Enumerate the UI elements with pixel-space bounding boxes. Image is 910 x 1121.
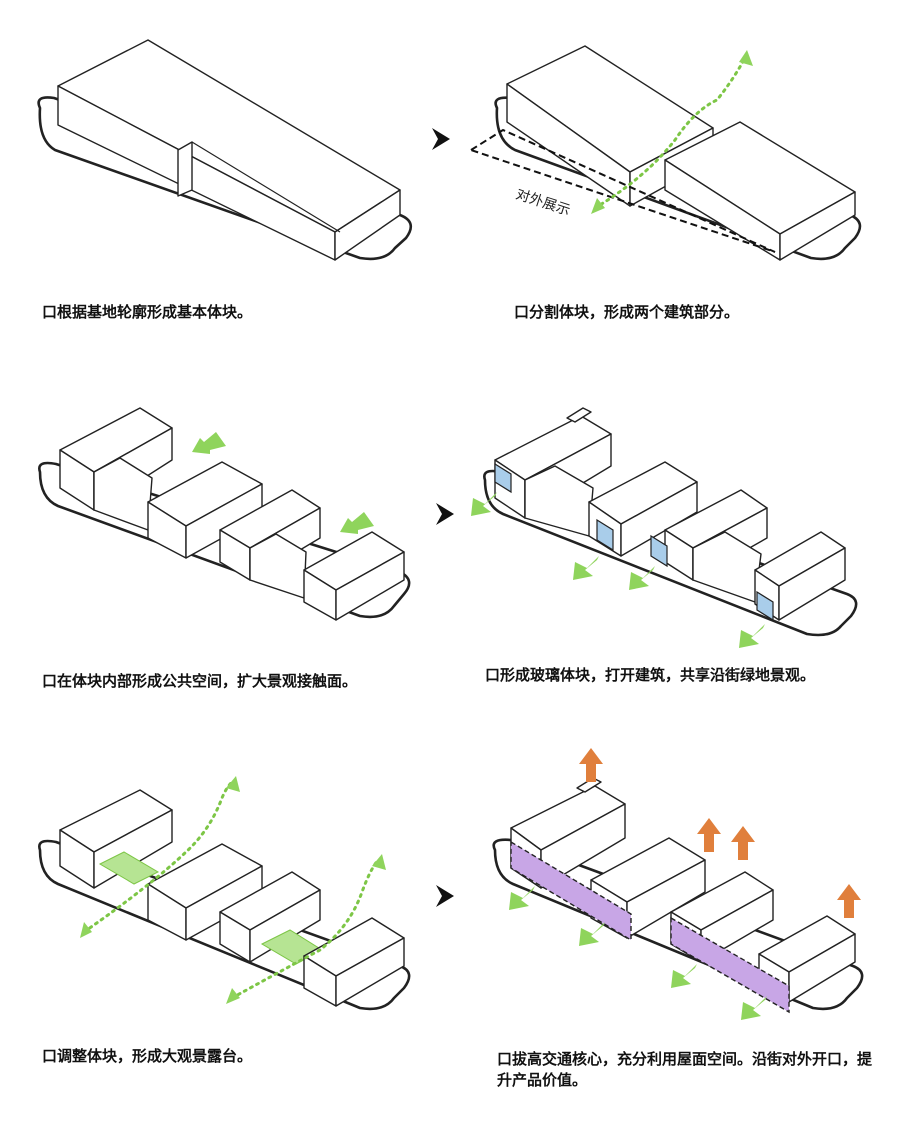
- chevron-right-icon: [432, 883, 458, 909]
- step-4-diagram: [455, 380, 910, 650]
- step-6-diagram: [455, 740, 910, 1040]
- green-arrow-public-space: [340, 512, 374, 534]
- step-4-caption: 口形成玻璃体块，打开建筑，共享沿街绿地景观。: [485, 666, 816, 684]
- chevron-right-icon: [432, 501, 458, 527]
- green-terrace: [98, 851, 160, 885]
- step-5-diagram: [0, 760, 455, 1040]
- step-5-caption: 口调整体块，形成大观景露台。: [42, 1047, 253, 1065]
- roof-arrow: [579, 748, 603, 782]
- step-3-caption: 口在体块内部形成公共空间，扩大景观接触面。: [42, 672, 358, 690]
- step-2-diagram: 对外展示: [455, 0, 910, 280]
- step-1-diagram: [0, 0, 455, 280]
- roof-arrow: [837, 884, 861, 918]
- glass-block: [650, 534, 668, 568]
- step-1-massing-svg: [37, 39, 413, 261]
- step-6-caption: 口拔高交通核心，充分利用屋面空间。沿街对外开口，提升产品价值。: [497, 1050, 873, 1089]
- step-6-massing-svg: [492, 748, 864, 1020]
- glass-block: [494, 462, 512, 494]
- green-dotted-path: [593, 56, 747, 210]
- step-1-caption: 口根据基地轮廓形成基本体块。: [42, 303, 253, 321]
- green-arrow-tail: [591, 198, 605, 214]
- block-step: [177, 141, 193, 197]
- green-arrow-street: [471, 492, 497, 516]
- step-4-massing-svg: [471, 407, 858, 648]
- chevron-right-icon: [428, 126, 454, 152]
- core-facade: [510, 840, 632, 942]
- glass-block: [596, 518, 614, 552]
- display-dashed-region: [468, 128, 776, 253]
- glass-block: [756, 590, 774, 622]
- display-annotation: 对外展示: [514, 187, 572, 220]
- green-arrow-street: [629, 566, 655, 590]
- roof-arrow: [731, 826, 755, 860]
- green-arrow-public-space: [192, 432, 226, 454]
- step-3-massing-svg: [38, 407, 411, 621]
- step-2-caption: 口分割体块，形成两个建筑部分。: [514, 303, 740, 321]
- block-b-side: [779, 191, 856, 261]
- green-arrow-street: [573, 556, 599, 580]
- green-arrow-street: [739, 624, 765, 648]
- roof-arrow: [697, 818, 721, 852]
- step-2-massing-svg: 对外展示: [468, 45, 862, 261]
- block-side: [334, 189, 401, 261]
- core-facade: [670, 916, 790, 1014]
- green-arrow-head: [739, 50, 753, 66]
- step-5-massing-svg: [38, 776, 411, 1011]
- step-3-diagram: [0, 380, 455, 650]
